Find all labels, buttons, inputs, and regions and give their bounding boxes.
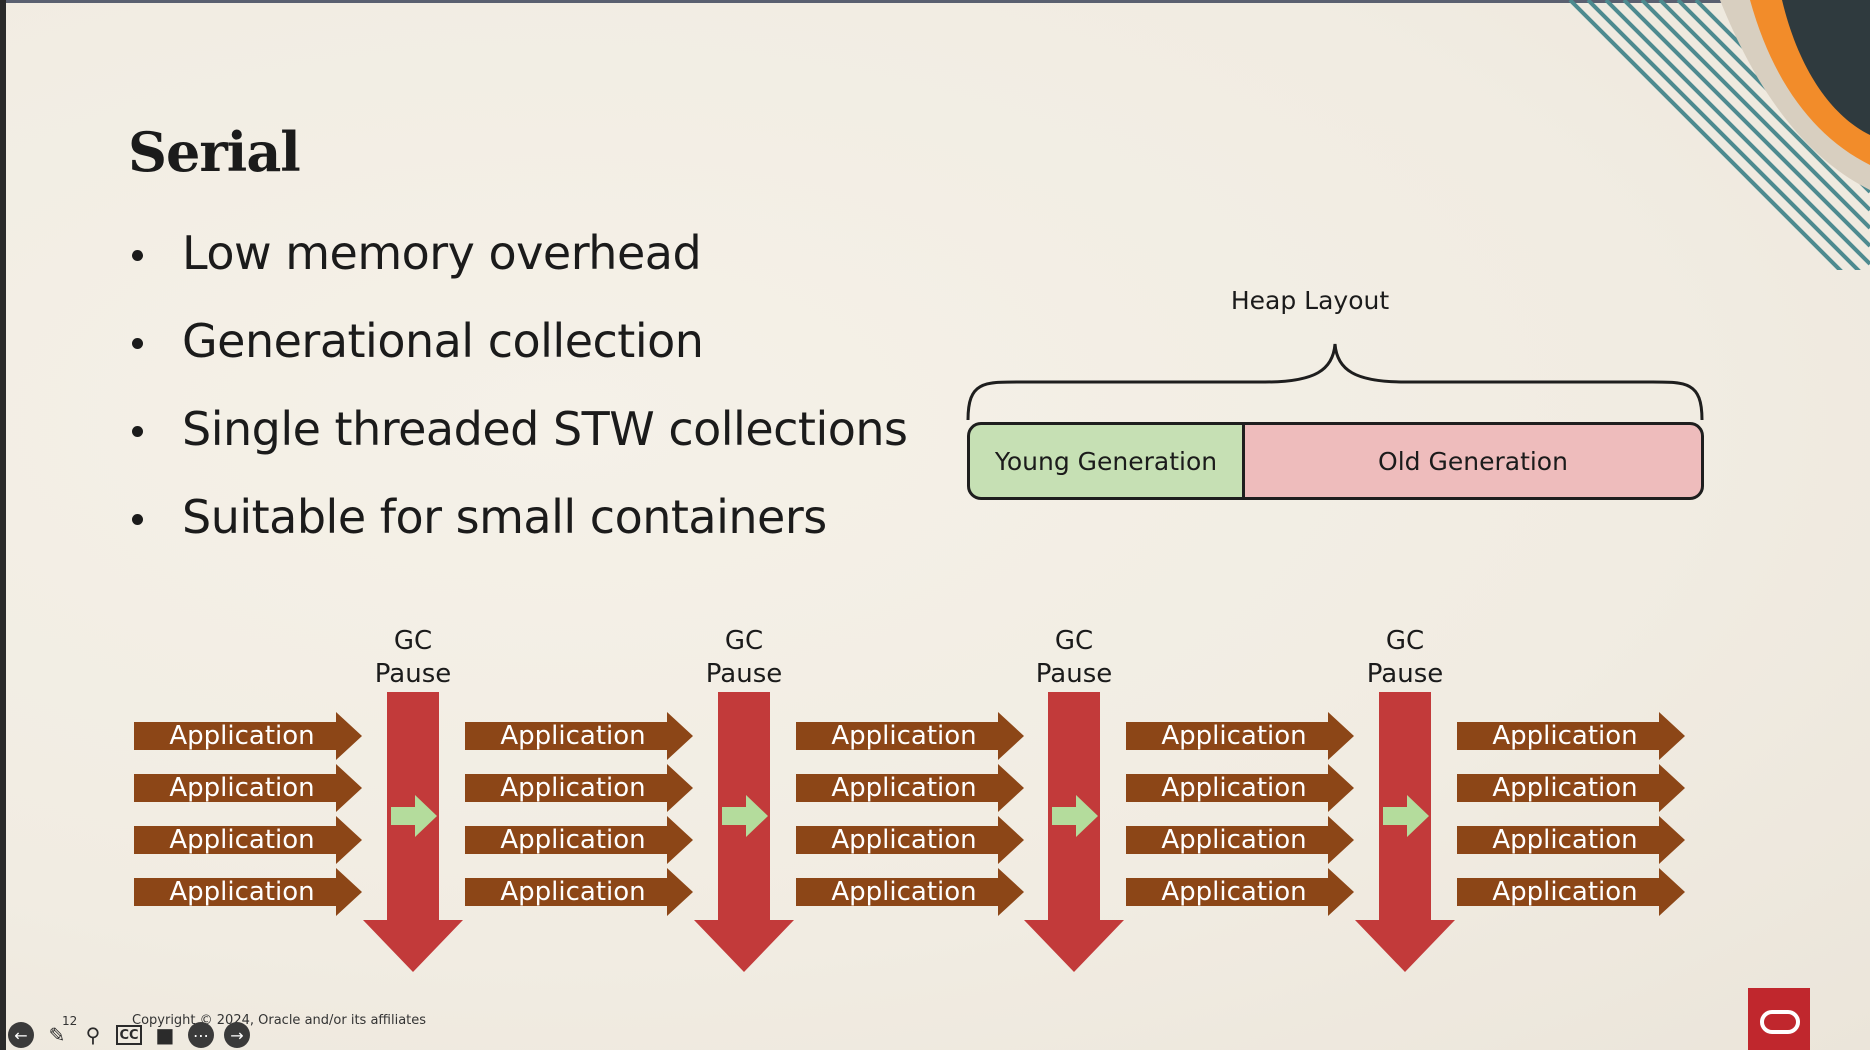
application-label: Application	[500, 825, 646, 855]
application-label: Application	[500, 773, 646, 803]
bullet-item: Single threaded STW collections	[128, 398, 908, 486]
application-label: Application	[500, 721, 646, 751]
application-label: Application	[1161, 721, 1307, 751]
heap-layout-title: Heap Layout	[1230, 286, 1390, 315]
application-label: Application	[831, 825, 977, 855]
gc-inner-arrow	[391, 795, 437, 837]
application-label: Application	[169, 877, 315, 907]
more-icon[interactable]: ⋯	[188, 1022, 214, 1048]
slide-title: Serial	[128, 120, 301, 184]
application-arrow	[1126, 868, 1354, 916]
gc-pause-label-pause: Pause	[1035, 659, 1113, 689]
gc-pause-label-pause: Pause	[1366, 659, 1444, 689]
bullet-text: Single threaded STW collections	[182, 402, 908, 456]
bullet-dot	[132, 514, 143, 525]
heap-brace	[966, 343, 1704, 421]
corner-decoration	[1568, 0, 1870, 270]
application-label: Application	[169, 773, 315, 803]
gc-pause-label-pause: Pause	[374, 659, 452, 689]
application-arrow	[465, 764, 693, 812]
application-label: Application	[831, 877, 977, 907]
application-arrow	[796, 712, 1024, 760]
application-label: Application	[500, 877, 646, 907]
application-label: Application	[169, 825, 315, 855]
application-arrow	[465, 712, 693, 760]
cc-icon[interactable]: CC	[116, 1025, 142, 1045]
old-generation-label: Old Generation	[1378, 446, 1568, 476]
bullet-list: Low memory overhead Generational collect…	[128, 222, 908, 574]
young-generation-box: Young Generation	[967, 422, 1245, 500]
prev-icon[interactable]: ←	[8, 1022, 34, 1048]
application-arrow	[465, 868, 693, 916]
gc-pause-arrow	[363, 692, 463, 972]
oracle-logo-mark	[1760, 1010, 1800, 1034]
gc-pause-label-gc: GC	[393, 626, 433, 656]
application-arrow	[134, 868, 362, 916]
application-label: Application	[1492, 825, 1638, 855]
bullet-dot	[132, 338, 143, 349]
page-number: 12	[62, 1014, 78, 1028]
top-edge	[0, 0, 1870, 3]
bullet-item: Low memory overhead	[128, 222, 908, 310]
bullet-dot	[132, 426, 143, 437]
application-arrow	[1457, 868, 1685, 916]
zoom-icon[interactable]: ⚲	[85, 1023, 101, 1047]
bullet-text: Suitable for small containers	[182, 490, 827, 544]
bullet-text: Low memory overhead	[182, 226, 702, 280]
application-label: Application	[169, 721, 315, 751]
camera-icon[interactable]: ■	[155, 1023, 175, 1047]
gc-pause-arrow	[1024, 692, 1124, 972]
application-label: Application	[1161, 877, 1307, 907]
application-arrow	[796, 868, 1024, 916]
application-arrow	[465, 816, 693, 864]
application-label: Application	[1161, 825, 1307, 855]
application-arrow	[134, 764, 362, 812]
presentation-toolbar: ← ✎ ⚲ CC ■ ⋯ →	[8, 1022, 250, 1048]
application-arrow	[1126, 764, 1354, 812]
application-label: Application	[831, 721, 977, 751]
application-arrow	[134, 712, 362, 760]
gc-inner-arrow	[1052, 795, 1098, 837]
pen-icon[interactable]: ✎	[48, 1023, 66, 1047]
next-icon[interactable]: →	[224, 1022, 250, 1048]
bullet-dot	[132, 250, 143, 261]
old-generation-box: Old Generation	[1242, 422, 1704, 500]
gc-pause-label-gc: GC	[1054, 626, 1094, 656]
application-label: Application	[1492, 721, 1638, 751]
application-label: Application	[1492, 773, 1638, 803]
application-arrow	[1126, 712, 1354, 760]
application-label: Application	[1161, 773, 1307, 803]
application-arrow	[134, 816, 362, 864]
application-label: Application	[1492, 877, 1638, 907]
application-arrow	[1457, 816, 1685, 864]
left-edge	[0, 0, 6, 1050]
application-arrow	[1457, 712, 1685, 760]
gc-inner-arrow	[722, 795, 768, 837]
gc-pause-arrow	[1355, 692, 1455, 972]
oracle-logo	[1748, 988, 1810, 1050]
gc-pause-label-gc: GC	[724, 626, 764, 656]
gc-pause-label-pause: Pause	[705, 659, 783, 689]
gc-pause-label-gc: GC	[1385, 626, 1425, 656]
gc-pause-arrow	[694, 692, 794, 972]
application-label: Application	[831, 773, 977, 803]
bullet-item: Generational collection	[128, 310, 908, 398]
application-arrow	[796, 816, 1024, 864]
bullet-text: Generational collection	[182, 314, 704, 368]
young-generation-label: Young Generation	[994, 446, 1218, 476]
application-arrow	[1457, 764, 1685, 812]
application-arrow	[796, 764, 1024, 812]
gc-inner-arrow	[1383, 795, 1429, 837]
bullet-item: Suitable for small containers	[128, 486, 908, 574]
application-arrow	[1126, 816, 1354, 864]
